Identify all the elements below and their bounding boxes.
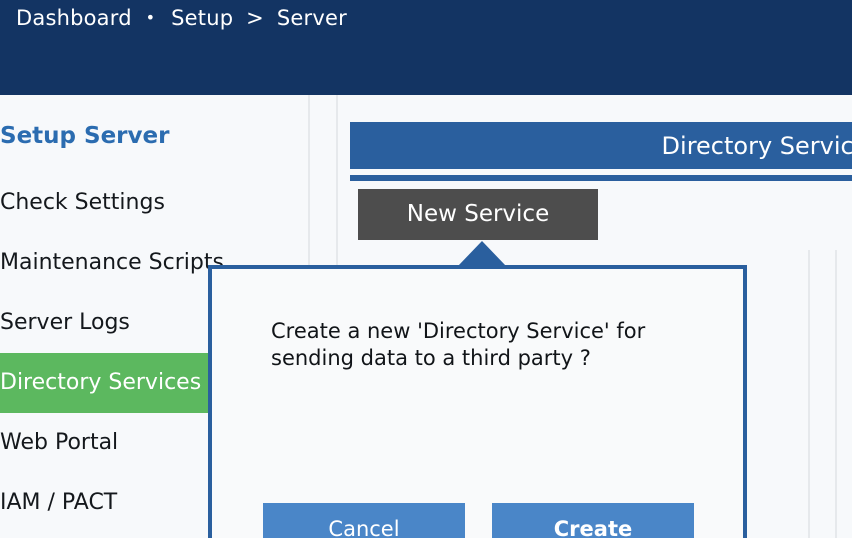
dialog-button-row: Cancel Create xyxy=(263,503,703,538)
new-service-button[interactable]: New Service xyxy=(358,189,598,240)
sidebar: Setup Server Check Settings Maintenance … xyxy=(0,95,308,538)
content-right-divider-line-2 xyxy=(835,250,837,538)
sidebar-item-maintenance-scripts[interactable]: Maintenance Scripts xyxy=(0,250,224,275)
content-section-header: Directory Services xyxy=(350,122,852,169)
content-section-header-underline xyxy=(350,175,852,181)
sidebar-item-directory-services[interactable]: Directory Services xyxy=(0,353,208,413)
top-header-bar: Dashboard • Setup > Server xyxy=(0,0,852,95)
dialog-message-text: Create a new 'Directory Service' for sen… xyxy=(271,319,646,370)
sidebar-item-web-portal[interactable]: Web Portal xyxy=(0,430,119,455)
content-section-title: Directory Services xyxy=(661,132,852,160)
confirmation-dialog: Create a new 'Directory Service' for sen… xyxy=(208,265,747,538)
sidebar-item-server-logs[interactable]: Server Logs xyxy=(0,310,130,335)
create-button[interactable]: Create xyxy=(492,503,694,538)
breadcrumb: Dashboard • Setup > Server xyxy=(16,6,347,30)
content-right-divider-line-1 xyxy=(808,250,810,538)
breadcrumb-item-dashboard[interactable]: Dashboard xyxy=(16,6,132,30)
breadcrumb-dot-separator: • xyxy=(145,8,156,27)
dialog-pointer-arrow-icon xyxy=(458,241,506,266)
page-body: Setup Server Check Settings Maintenance … xyxy=(0,95,852,538)
sidebar-item-check-settings[interactable]: Check Settings xyxy=(0,190,165,215)
page-title: Setup Server xyxy=(0,123,170,149)
sidebar-item-iam-pact[interactable]: IAM / PACT xyxy=(0,490,118,515)
cancel-button[interactable]: Cancel xyxy=(263,503,465,538)
breadcrumb-item-setup[interactable]: Setup xyxy=(171,6,234,30)
breadcrumb-item-server[interactable]: Server xyxy=(276,6,347,30)
breadcrumb-chevron-separator: > xyxy=(246,6,264,30)
sidebar-nav-list: Check Settings Maintenance Scripts Serve… xyxy=(0,173,308,533)
